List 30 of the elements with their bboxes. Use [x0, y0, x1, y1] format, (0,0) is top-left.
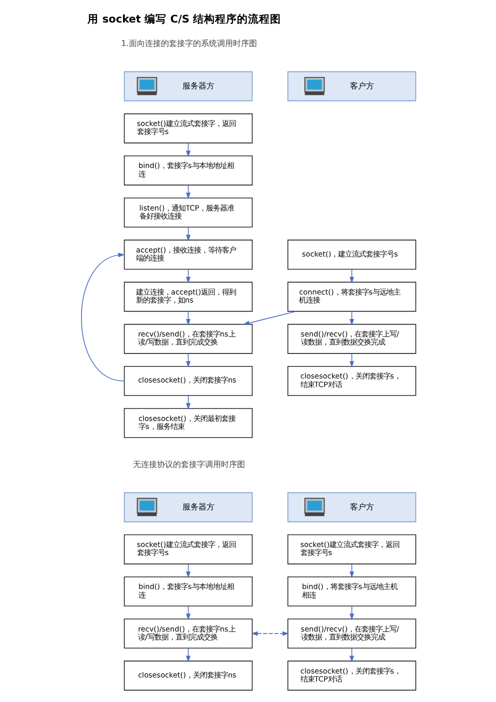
node-box: bind()，套接字s与本地地址相连 [123, 156, 252, 186]
node-box: socket()建立流式套接字，返回套接字号s [286, 534, 416, 564]
arrow [80, 252, 124, 382]
node-box: 服务器方 [123, 492, 252, 522]
node-box: closesocket()，关闭最初套接字s，服务结束 [123, 408, 252, 438]
node-box: recv()/send()，在套接字ns上读/写数据，直到完成交换 [123, 324, 252, 354]
node-box: 客户方 [286, 492, 416, 522]
node-box: send()/recv()，在套接字上写/读数据，直到数据交换完成 [286, 618, 416, 649]
label: 1.面向连接的套接字的系统调用时序图 [120, 38, 256, 48]
node-box: connect()，将套接字s与远地主机连接 [286, 282, 416, 312]
node-box: accept()，接收连接，等待客户端的连接 [123, 240, 252, 270]
node-box: closesocket()，关闭套接字s，结束TCP对话 [286, 660, 416, 691]
node-box: 客户方 [286, 71, 416, 102]
node-box: bind()，将套接字s与远地主机相连 [286, 576, 416, 606]
node-box: closesocket()，关闭套接字ns [123, 366, 252, 396]
arrow [250, 631, 289, 636]
node-box: socket()建立流式套接字，返回套接字号s [123, 534, 252, 564]
node-box: recv()/send()，在套接字ns上读/写数据，直到完成交换 [123, 618, 252, 649]
node-box: bind()，套接字s与本地地址相连 [123, 576, 252, 606]
diagram-title: 用 socket 编写 C/S 结构程序的流程图 [87, 14, 281, 26]
node-box: 建立连接，accept()返回，得到新的套接字，如ns [123, 282, 252, 312]
node-box: send()/recv()，在套接字上写/读数据，直到数据交换完成 [286, 324, 416, 354]
node-box: socket()建立流式套接字，返回套接字号s [123, 113, 252, 144]
node-box: 服务器方 [123, 71, 252, 102]
node-box: listen()，通知TCP，服务器准备好接收连接 [123, 198, 252, 228]
arrow [242, 310, 296, 326]
node-box: closesocket()，关闭套接字s，结束TCP对话 [286, 366, 416, 396]
label: 无连接协议的套接字调用时序图 [132, 459, 244, 470]
node-box: socket()，建立流式套接字号s [286, 240, 416, 270]
node-box: closesocket()，关闭套接字ns [123, 660, 252, 691]
